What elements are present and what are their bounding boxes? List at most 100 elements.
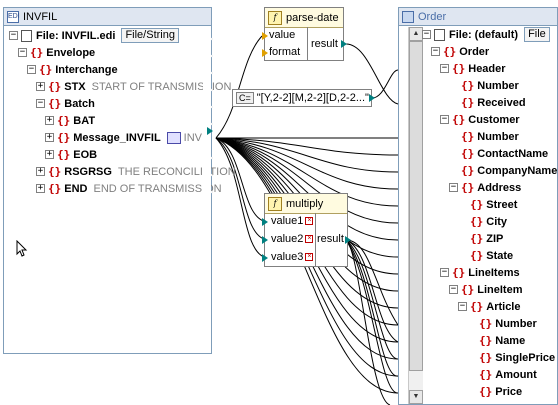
input-connector[interactable] xyxy=(398,284,405,294)
input-connector[interactable] xyxy=(398,216,405,226)
tree-item-batch[interactable]: − {} Batch xyxy=(36,95,95,112)
output-connector[interactable] xyxy=(206,85,213,95)
scroll-down-icon[interactable]: ▼ xyxy=(409,390,423,404)
input-connector[interactable] xyxy=(398,114,405,124)
tree-item-header[interactable]: −{} Header xyxy=(440,60,506,77)
expand-icon[interactable]: + xyxy=(36,81,45,91)
tree-item-stx[interactable]: + {} STX START OF TRANSMISSION xyxy=(36,78,231,95)
tree-item-price[interactable]: {} Price xyxy=(479,383,522,400)
tree-item-envelope[interactable]: − {} Envelope xyxy=(18,44,95,61)
collapse-icon[interactable]: − xyxy=(449,284,458,294)
collapse-icon[interactable]: − xyxy=(36,98,45,108)
message-list-icon[interactable] xyxy=(166,131,181,144)
tree-item-city[interactable]: {} City xyxy=(470,213,507,230)
collapse-icon[interactable]: − xyxy=(440,267,449,277)
input-connector[interactable] xyxy=(398,386,405,396)
tree-item-received[interactable]: {} Received xyxy=(461,94,526,111)
output-connector[interactable] xyxy=(206,102,213,112)
input-connector[interactable] xyxy=(398,97,405,107)
target-titlebar[interactable]: Order xyxy=(399,8,557,26)
tree-item-end[interactable]: + {} END END OF TRANSMISSION xyxy=(36,180,222,197)
input-connector[interactable] xyxy=(398,131,405,141)
parse-date-function[interactable]: f parse-date value format result xyxy=(264,7,344,61)
output-connector[interactable] xyxy=(206,68,213,78)
input-connector[interactable] xyxy=(398,182,405,192)
tree-item-state[interactable]: {} State xyxy=(470,247,513,264)
file-button[interactable]: File xyxy=(524,27,550,42)
tree-item-name[interactable]: {} Name xyxy=(479,332,525,349)
expand-icon[interactable]: + xyxy=(36,183,45,193)
collapse-icon[interactable]: − xyxy=(27,64,36,74)
collapse-icon[interactable]: − xyxy=(431,46,440,56)
param-result[interactable]: result xyxy=(317,233,344,245)
tree-item-lineitem[interactable]: −{} LineItem xyxy=(449,281,522,298)
param-format[interactable]: format xyxy=(269,46,300,58)
constant-output-connector[interactable] xyxy=(369,94,375,102)
input-connector[interactable] xyxy=(398,165,405,175)
param-value2[interactable]: value2 × xyxy=(271,233,314,245)
input-connector[interactable] xyxy=(398,63,405,73)
tree-item-eob[interactable]: + {} EOB xyxy=(45,146,97,163)
input-connector[interactable] xyxy=(398,335,405,345)
remove-param-icon[interactable]: × xyxy=(305,217,314,225)
expand-icon[interactable]: + xyxy=(45,149,54,159)
collapse-icon[interactable]: − xyxy=(449,182,458,192)
output-connector[interactable] xyxy=(206,119,213,129)
remove-param-icon[interactable]: × xyxy=(305,253,314,261)
scroll-thumb[interactable] xyxy=(409,41,423,371)
tree-item-companyname[interactable]: {} CompanyName xyxy=(461,162,557,179)
source-titlebar[interactable]: EDI INVFIL xyxy=(4,8,211,26)
expand-icon[interactable]: + xyxy=(45,132,54,142)
tree-item-bat[interactable]: + {} BAT xyxy=(45,112,95,129)
collapse-icon[interactable]: − xyxy=(458,301,467,311)
param-value3[interactable]: value3 × xyxy=(271,251,314,263)
input-connector[interactable] xyxy=(262,49,268,57)
param-value1[interactable]: value1 × xyxy=(271,215,314,227)
input-connector[interactable] xyxy=(398,250,405,260)
collapse-icon[interactable]: − xyxy=(440,114,449,124)
result-connector[interactable] xyxy=(341,40,347,48)
input-connector[interactable] xyxy=(262,236,268,244)
parse-date-titlebar[interactable]: f parse-date xyxy=(265,8,343,28)
input-connector[interactable] xyxy=(398,301,405,311)
multiply-function[interactable]: f multiply value1 × value2 × value3 × re… xyxy=(264,193,348,267)
output-connector[interactable] xyxy=(206,34,213,44)
vertical-scrollbar[interactable]: ▲ ▼ xyxy=(408,27,423,404)
result-connector[interactable] xyxy=(345,236,351,244)
input-connector[interactable] xyxy=(398,318,405,328)
expand-icon[interactable]: + xyxy=(45,115,54,125)
collapse-icon[interactable]: − xyxy=(422,29,431,39)
input-connector[interactable] xyxy=(398,29,405,39)
tree-item-article[interactable]: −{} Article xyxy=(458,298,521,315)
tree-item-customer[interactable]: −{} Customer xyxy=(440,111,520,128)
constant-component[interactable]: C= "[Y,2-2][M,2-2][D,2-2..." xyxy=(232,89,372,107)
input-connector[interactable] xyxy=(398,46,405,56)
remove-param-icon[interactable]: × xyxy=(305,235,314,243)
param-result[interactable]: result xyxy=(311,38,338,50)
constant-value[interactable]: "[Y,2-2][M,2-2][D,2-2..." xyxy=(256,92,369,104)
target-component[interactable]: Order ▲ ▼ xyxy=(398,7,558,405)
input-connector[interactable] xyxy=(398,199,405,209)
input-connector[interactable] xyxy=(398,148,405,158)
tree-item-message-invfil[interactable]: + {} Message_INVFIL INV xyxy=(45,129,202,146)
tree-item-order[interactable]: −{} Order xyxy=(431,43,489,60)
message-output-connector[interactable] xyxy=(207,127,213,135)
output-connector[interactable] xyxy=(206,170,213,180)
source-file-row[interactable]: − File: INVFIL.edi File/String xyxy=(9,27,179,44)
collapse-icon[interactable]: − xyxy=(440,63,449,73)
tree-item-header-number[interactable]: {} Number xyxy=(461,77,519,94)
tree-item-lineitems[interactable]: −{} LineItems xyxy=(440,264,520,281)
input-connector[interactable] xyxy=(262,254,268,262)
tree-item-interchange[interactable]: − {} Interchange xyxy=(27,61,118,78)
file-string-button[interactable]: File/String xyxy=(121,28,179,43)
tree-item-amount[interactable]: {} Amount xyxy=(479,366,537,383)
input-connector[interactable] xyxy=(398,233,405,243)
multiply-titlebar[interactable]: f multiply xyxy=(265,194,347,214)
output-connector[interactable] xyxy=(206,153,213,163)
tree-item-singleprice[interactable]: {} SinglePrice xyxy=(479,349,555,366)
collapse-icon[interactable]: − xyxy=(9,30,18,40)
tree-item-contactname[interactable]: {} ContactName xyxy=(461,145,548,162)
collapse-icon[interactable]: − xyxy=(18,47,27,57)
input-connector[interactable] xyxy=(398,352,405,362)
input-connector[interactable] xyxy=(398,369,405,379)
